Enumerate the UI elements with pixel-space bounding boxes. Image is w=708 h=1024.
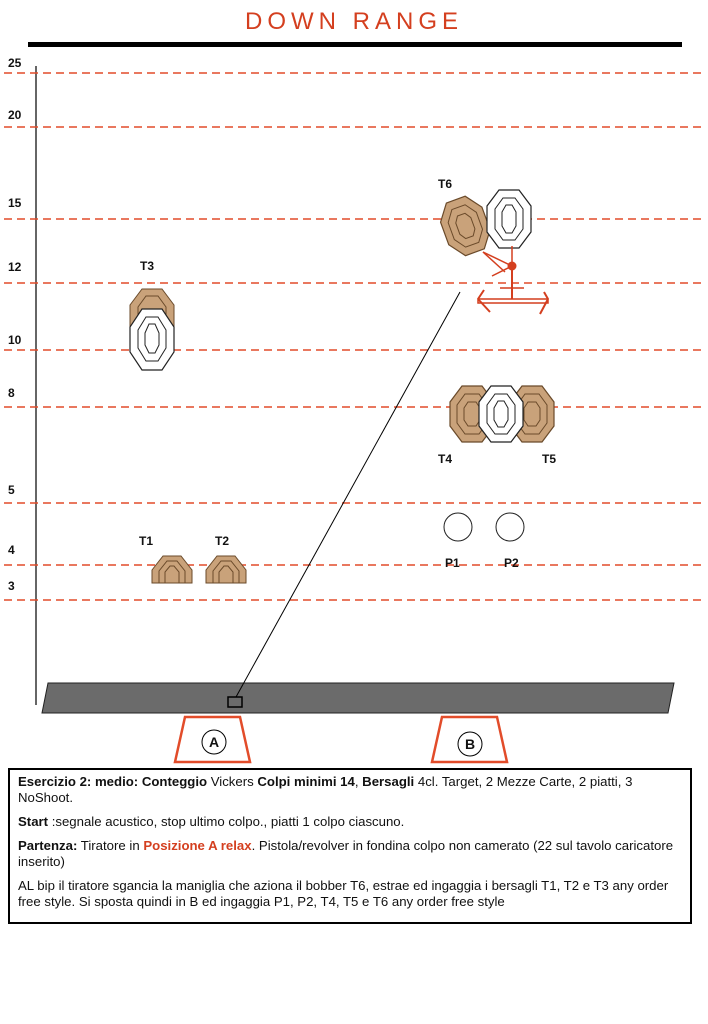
plate-p2 xyxy=(495,512,525,542)
position-a-circle xyxy=(201,729,227,755)
briefing-partenza: Partenza: Tiratore in Posizione A relax.… xyxy=(18,838,674,869)
ytick-12: 12 xyxy=(8,260,22,274)
briefing-procedure: AL bip il tiratore sgancia la maniglia c… xyxy=(18,878,669,909)
label-t5: T5 xyxy=(542,452,557,466)
label-t3: T3 xyxy=(140,259,155,273)
position-a-label: A xyxy=(208,734,220,750)
position-b-circle xyxy=(457,731,483,757)
plate-p1 xyxy=(443,512,473,542)
ytick-3: 3 xyxy=(8,579,15,593)
ytick-15: 15 xyxy=(8,196,22,210)
bobber-handle xyxy=(227,696,243,708)
label-t6: T6 xyxy=(438,177,453,191)
distance-lines xyxy=(4,72,704,601)
ytick-8: 8 xyxy=(8,386,15,400)
ytick-25: 25 xyxy=(8,56,22,70)
shooting-table xyxy=(41,682,675,714)
briefing-start: Start :segnale acustico, stop ultimo col… xyxy=(18,814,405,829)
target-t1 xyxy=(151,555,193,584)
ytick-5: 5 xyxy=(8,483,15,497)
target-t2 xyxy=(205,555,247,584)
label-t2: T2 xyxy=(215,534,230,548)
bobber-cable xyxy=(235,291,461,698)
briefing-exercise: Esercizio 2: medio: Conteggio Vickers Co… xyxy=(18,774,633,805)
ytick-10: 10 xyxy=(8,333,22,347)
bobber-t6 xyxy=(439,189,549,315)
position-b-label: B xyxy=(464,736,476,752)
page-title: DOWN RANGE xyxy=(245,8,463,35)
label-p1: P1 xyxy=(445,556,460,570)
noshoot-t3 xyxy=(129,308,175,371)
noshoot-t4-t5 xyxy=(478,385,524,443)
ytick-20: 20 xyxy=(8,108,22,122)
label-t1: T1 xyxy=(139,534,154,548)
label-t4: T4 xyxy=(438,452,453,466)
range-backstop-line xyxy=(28,42,682,47)
ytick-4: 4 xyxy=(8,543,15,557)
stage-briefing: Esercizio 2: medio: Conteggio Vickers Co… xyxy=(8,768,692,924)
label-p2: P2 xyxy=(504,556,519,570)
